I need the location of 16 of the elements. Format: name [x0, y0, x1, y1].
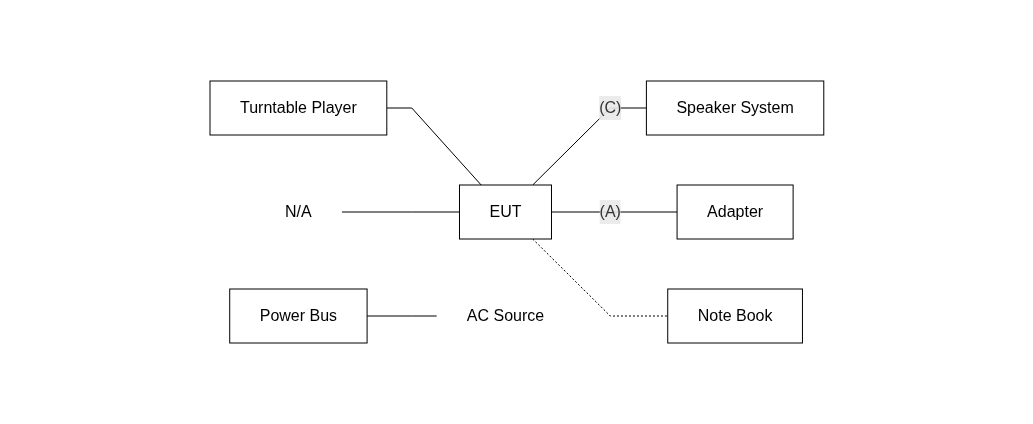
connector [385, 107, 482, 186]
connector [531, 238, 668, 317]
connector [340, 211, 460, 213]
node-box: Turntable Player [209, 80, 387, 136]
node-box: Power Bus [228, 288, 368, 344]
connector [366, 315, 437, 317]
node-box: Note Book [666, 288, 803, 344]
edge-label: (A) [599, 203, 621, 220]
node-box: EUT [458, 184, 552, 240]
connector [531, 107, 647, 186]
node-box: Adapter [676, 184, 794, 240]
node-box: Speaker System [645, 80, 824, 136]
edge-label: (C) [598, 99, 621, 116]
connector [550, 211, 678, 213]
node-text: AC Source [466, 307, 544, 324]
node-text: N/A [284, 203, 312, 220]
